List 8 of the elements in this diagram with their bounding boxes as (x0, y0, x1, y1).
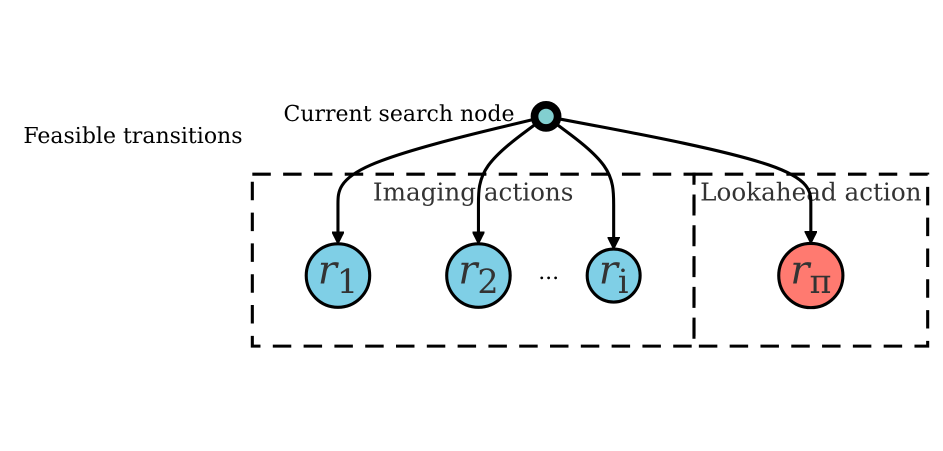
node-circle: r$_{1}$ (304, 242, 372, 309)
node-circle: r$_{2}$ (445, 242, 512, 309)
node-circle: r$_{i}$ (586, 248, 642, 304)
note-text: ... (538, 260, 560, 285)
node-caption: Current search node (284, 102, 514, 128)
node-circle (530, 101, 562, 132)
node-circle: r$_{π}$ (777, 242, 844, 310)
note-text: Feasible transitions (23, 124, 243, 150)
